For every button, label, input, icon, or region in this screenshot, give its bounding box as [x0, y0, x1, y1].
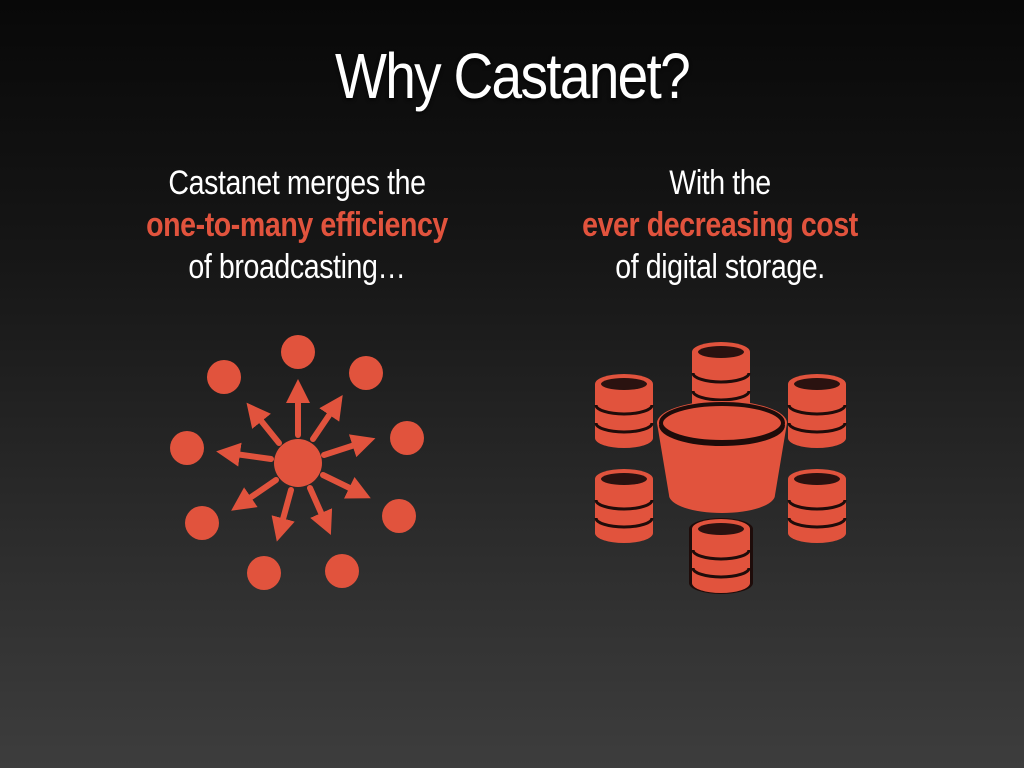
- left-line-3: of broadcasting…: [188, 248, 406, 286]
- left-line-1: Castanet merges the: [168, 164, 426, 202]
- outer-node: [325, 554, 359, 588]
- outer-node: [207, 360, 241, 394]
- small-database-icon: [594, 374, 654, 448]
- arrow: [310, 395, 343, 442]
- arrow: [216, 442, 274, 467]
- outer-node: [382, 499, 416, 533]
- outer-node: [390, 421, 424, 455]
- arrow: [231, 477, 279, 511]
- right-column-text: With the ever decreasing cost of digital…: [510, 162, 930, 288]
- outer-node: [170, 431, 204, 465]
- slide-title: Why Castanet?: [335, 40, 691, 112]
- broadcast-network-icon: [170, 335, 424, 590]
- small-database-icon: [594, 469, 654, 543]
- left-column-text: Castanet merges the one-to-many efficien…: [87, 162, 507, 288]
- small-database-icon: [689, 518, 753, 594]
- outer-node: [185, 506, 219, 540]
- outer-node: [349, 356, 383, 390]
- small-database-icon: [691, 342, 751, 416]
- small-database-icon: [787, 374, 847, 448]
- arrow: [246, 402, 282, 446]
- database-storage-icon: [594, 342, 847, 594]
- outer-node: [281, 335, 315, 369]
- left-highlight: one-to-many efficiency: [146, 206, 448, 244]
- central-database-icon: [657, 401, 787, 513]
- arrow: [271, 487, 295, 542]
- right-highlight: ever decreasing cost: [582, 206, 858, 244]
- center-node: [274, 439, 322, 487]
- outer-node: [247, 556, 281, 590]
- arrow: [320, 472, 371, 499]
- small-database-icon: [787, 469, 847, 543]
- arrow: [307, 485, 333, 535]
- right-line-1: With the: [669, 164, 771, 202]
- right-line-3: of digital storage.: [615, 248, 825, 286]
- arrow: [321, 434, 376, 458]
